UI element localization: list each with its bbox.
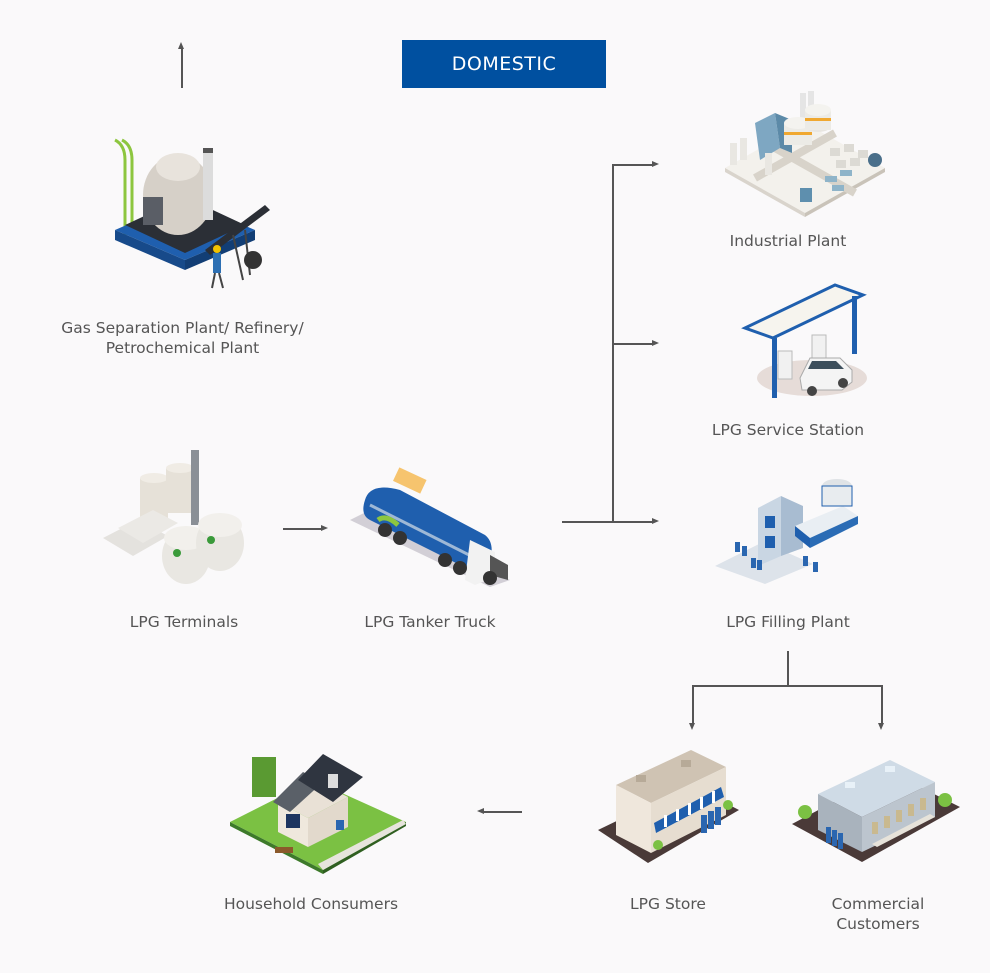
- connector-to-lpg-store: [692, 685, 694, 723]
- arrow-head-industrial: [652, 161, 659, 167]
- industrial-plant-illustration: [725, 91, 885, 217]
- arrow-head-filling-plant: [652, 518, 659, 524]
- arrow-up-head: [178, 42, 184, 49]
- connector-from-filling-plant: [787, 651, 789, 686]
- connector-from-tanker: [562, 521, 613, 523]
- store-illustration: [598, 750, 739, 863]
- arrow-head-tanker: [321, 525, 328, 531]
- house-illustration: [230, 754, 406, 874]
- arrow-head-commercial: [878, 723, 884, 730]
- filling-plant-illustration: [715, 479, 858, 584]
- connector-store-to-household: [484, 811, 522, 813]
- gas-separation-label-line1: Gas Separation Plant/ Refinery/: [61, 319, 304, 337]
- arrow-up-line: [181, 48, 183, 88]
- commercial-customers-label: Commercial Customers: [778, 894, 978, 934]
- connector-horizontal-split: [692, 685, 882, 687]
- lpg-terminals-label: LPG Terminals: [129, 613, 239, 631]
- lpg-store-label: LPG Store: [630, 895, 706, 913]
- industrial-plant-label: Industrial Plant: [729, 232, 847, 250]
- gas-separation-label: Gas Separation Plant/ Refinery/ Petroche…: [40, 318, 325, 358]
- connector-to-filling-plant: [612, 521, 652, 523]
- connector-to-service-station: [612, 343, 652, 345]
- household-consumers-label: Household Consumers: [223, 895, 399, 913]
- commercial-customers-label-line2: Customers: [836, 915, 920, 933]
- arrow-head-household: [477, 808, 484, 814]
- commercial-building-illustration: [792, 760, 960, 862]
- arrow-head-service-station: [652, 340, 659, 346]
- lpg-filling-plant-label: LPG Filling Plant: [726, 613, 850, 631]
- commercial-customers-label-line1: Commercial: [831, 895, 925, 913]
- connector-to-commercial: [881, 685, 883, 723]
- storage-terminal-illustration: [103, 450, 244, 584]
- refinery-illustration: [114, 138, 270, 289]
- service-station-illustration: [741, 283, 867, 398]
- tanker-truck-illustration: [350, 467, 510, 587]
- connector-to-industrial: [612, 164, 652, 166]
- arrow-head-lpg-store: [689, 723, 695, 730]
- connector-terminals-to-tanker: [283, 528, 321, 530]
- gas-separation-label-line2: Petrochemical Plant: [105, 339, 260, 357]
- lpg-service-station-label: LPG Service Station: [711, 421, 865, 439]
- lpg-tanker-truck-label: LPG Tanker Truck: [364, 613, 496, 631]
- domestic-header: DOMESTIC: [402, 40, 606, 88]
